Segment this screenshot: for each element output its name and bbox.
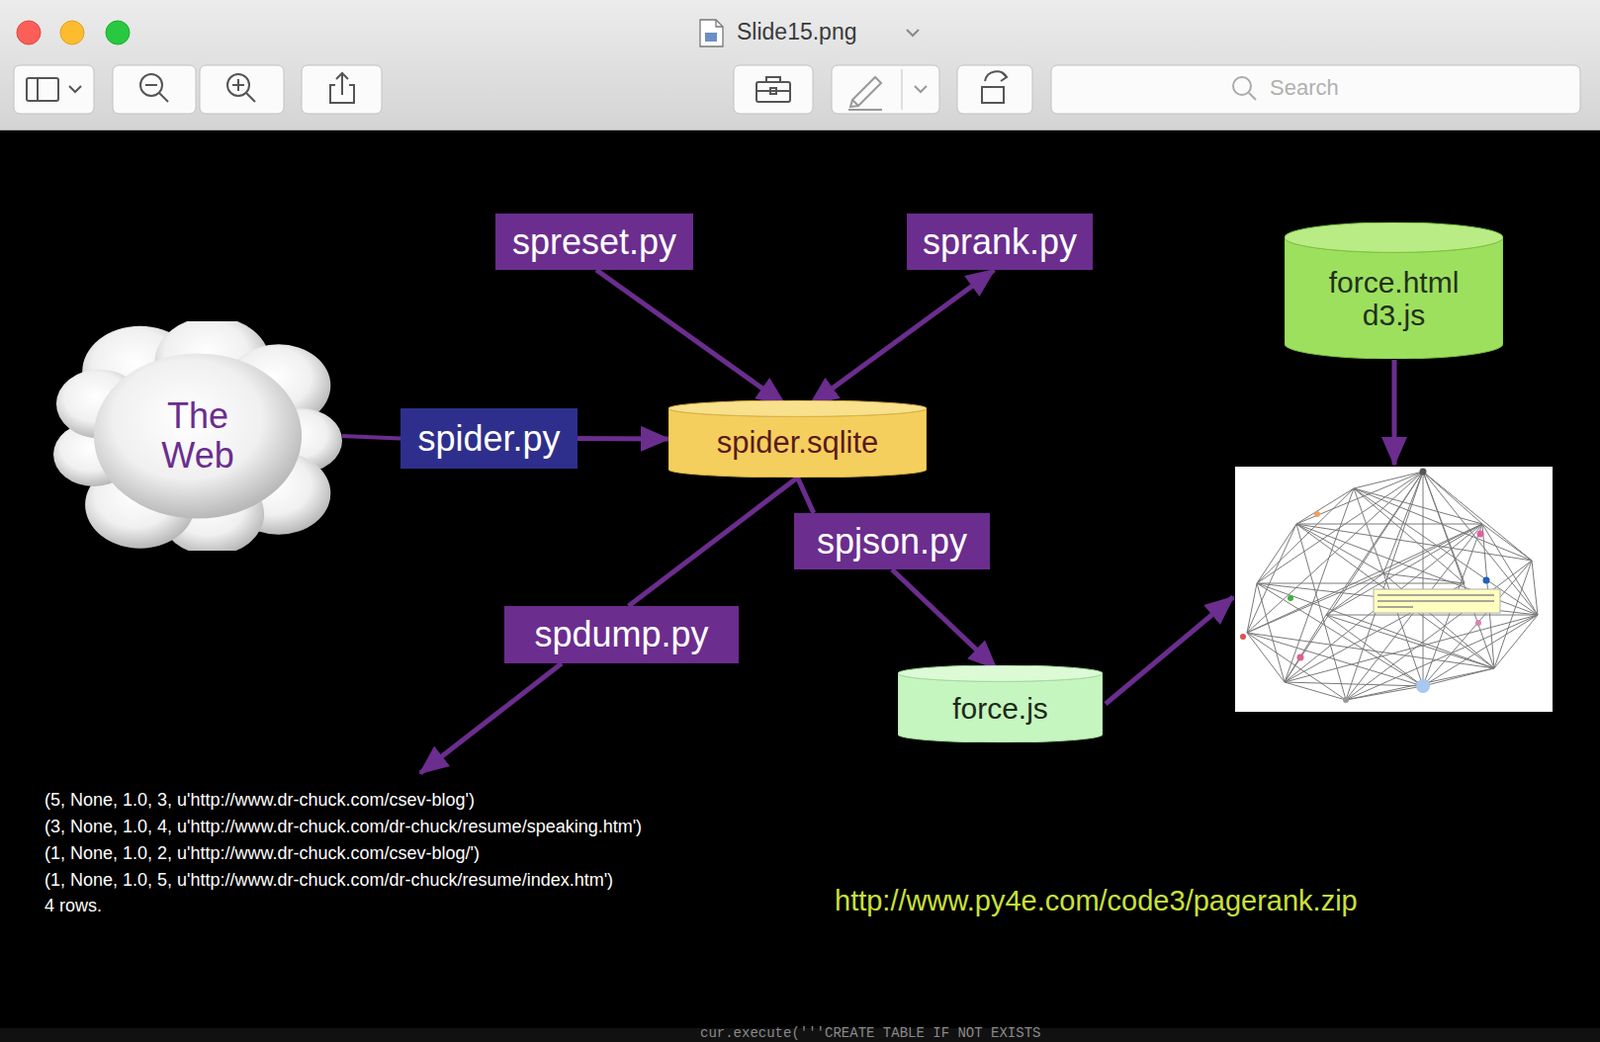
download-url: http://www.py4e.com/code3/pagerank.zip	[834, 885, 1358, 918]
data-row: (3, None, 1.0, 4, u'http://www.dr-chuck.…	[44, 816, 642, 838]
file-cylinder: force.js	[897, 665, 1103, 743]
script-box: spider.py	[400, 408, 578, 469]
data-row: (1, None, 1.0, 5, u'http://www.dr-chuck.…	[44, 870, 614, 891]
render-arrow	[1392, 359, 1398, 465]
data-row: (5, None, 1.0, 3, u'http://www.dr-chuck.…	[44, 790, 475, 811]
node-label: force.js	[952, 692, 1049, 725]
network-graph-picture	[1235, 466, 1553, 712]
connector-arrow	[596, 269, 785, 405]
row-count: 4 rows.	[44, 895, 102, 917]
connector-arrow	[577, 436, 669, 443]
node-label: spjson.py	[816, 522, 968, 562]
code-line: cur.execute('''CREATE TABLE IF NOT EXIST…	[700, 1025, 1041, 1042]
node-label: force.html d3.js	[1329, 266, 1460, 332]
connector-arrow	[342, 436, 401, 440]
database-cylinder: spider.sqlite	[668, 400, 927, 478]
window-title: Slide15.png	[736, 18, 858, 45]
node-label: sprank.py	[922, 222, 1077, 263]
web-cloud: The Web	[53, 321, 343, 551]
script-box: spreset.py	[495, 213, 694, 270]
search-placeholder: Search	[1269, 75, 1339, 100]
node-label: spreset.py	[512, 222, 677, 263]
connector-arrow	[798, 477, 814, 514]
connector-arrow	[891, 569, 996, 669]
file-cylinder: force.html d3.js	[1284, 222, 1504, 359]
script-box: spjson.py	[794, 513, 990, 570]
connector-arrow	[628, 477, 799, 607]
node-label: spider.py	[417, 419, 560, 459]
node-label: The Web	[161, 396, 234, 475]
script-box: spdump.py	[504, 606, 739, 664]
node-label: spider.sqlite	[716, 426, 880, 460]
node-label: spdump.py	[533, 615, 709, 655]
render-arrow	[1105, 597, 1234, 705]
data-row: (1, None, 1.0, 2, u'http://www.dr-chuck.…	[44, 843, 480, 865]
output-arrow	[420, 663, 562, 774]
connector-arrow	[810, 269, 995, 405]
script-box: sprank.py	[906, 213, 1093, 270]
